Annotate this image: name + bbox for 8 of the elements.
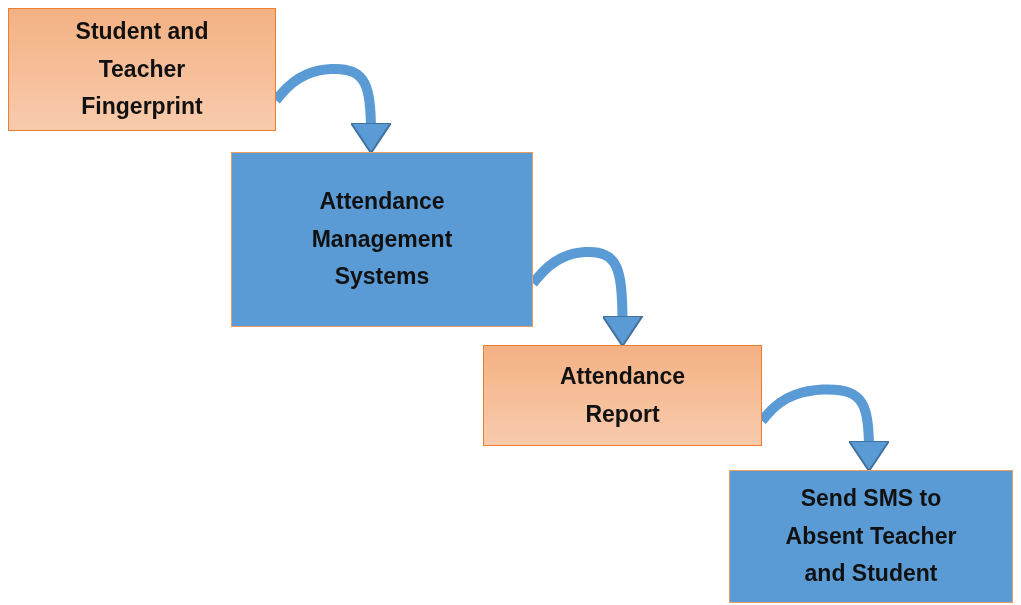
process-box xyxy=(231,152,533,327)
box-label: Attendance Management Systems xyxy=(310,186,454,292)
box-label: Attendance Report xyxy=(558,361,687,429)
box-label: Student and Teacher Fingerprint xyxy=(74,16,210,122)
box-label: Send SMS to Absent Teacher and Student xyxy=(784,483,958,589)
process-box xyxy=(8,8,276,131)
process-box xyxy=(729,470,1013,603)
process-box xyxy=(483,345,762,446)
